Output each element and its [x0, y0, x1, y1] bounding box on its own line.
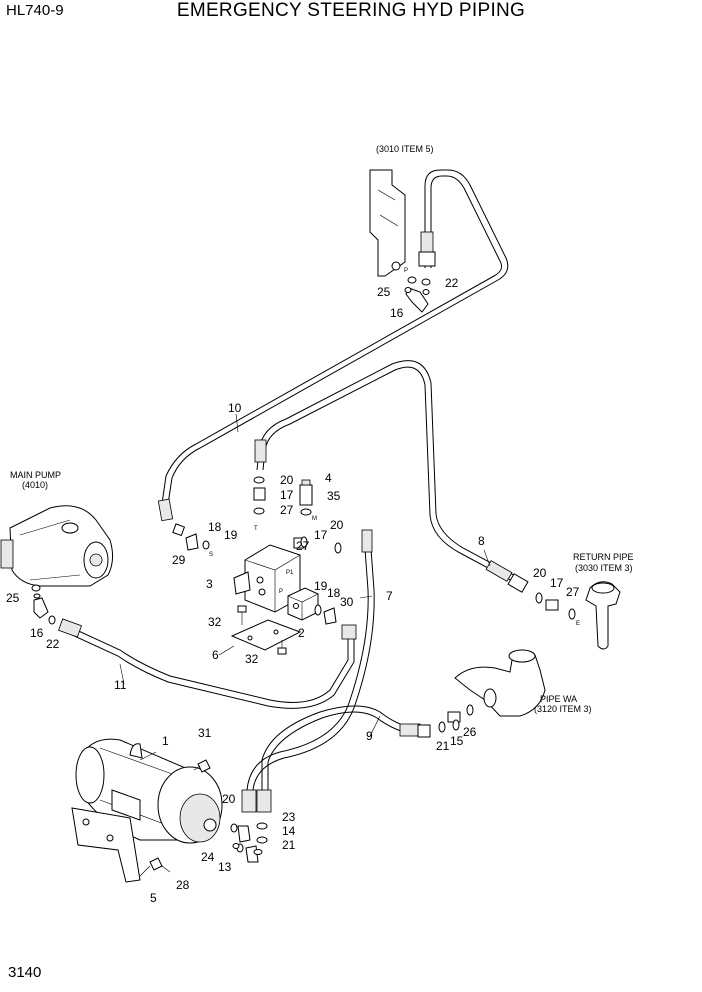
- callout-5: 5: [150, 891, 157, 905]
- callout-15: 15: [450, 734, 464, 748]
- callout-28: 28: [176, 878, 190, 892]
- hose-8: [256, 360, 524, 586]
- bolt-32b: [277, 640, 287, 655]
- elbow-16-top: [405, 276, 431, 313]
- callout-27: 27: [280, 503, 294, 517]
- callout-17: 17: [550, 576, 564, 590]
- page-title: EMERGENCY STEERING HYD PIPING: [176, 0, 526, 21]
- ref-pipe-wa-2: (3120 ITEM 3): [534, 704, 592, 714]
- port-label: P1: [286, 570, 294, 576]
- valve-fittings: [172, 476, 342, 625]
- ref-main-pump-2: (4010): [22, 480, 48, 490]
- model-code: HL740-9: [6, 2, 64, 19]
- callout-20: 20: [330, 518, 344, 532]
- o-rings: [33, 287, 460, 855]
- main-pump: [0, 505, 114, 587]
- port-label: S: [209, 552, 213, 558]
- callout-20: 20: [222, 792, 236, 806]
- callout-21: 21: [282, 838, 296, 852]
- bolt-32a: [237, 605, 247, 625]
- callout-26: 26: [463, 725, 477, 739]
- page-number: 3140: [8, 964, 42, 981]
- elbow-16-left: [31, 584, 56, 625]
- callout-19: 19: [314, 579, 328, 593]
- bolt-31: [193, 759, 211, 773]
- return-pipe: E: [576, 581, 621, 650]
- callout-20: 20: [533, 566, 547, 580]
- emergency-pump-motor-1: [75, 738, 223, 844]
- callout-20: 20: [280, 473, 294, 487]
- callout-13: 13: [218, 860, 232, 874]
- bolt-28: [149, 857, 171, 873]
- ref-return-pipe-1: RETURN PIPE: [573, 552, 634, 562]
- callouts: 25 22 16 10 20 4 17 35 27 20 18 19 17 27…: [6, 276, 580, 905]
- top-valve: P: [369, 169, 408, 277]
- callout-17: 17: [314, 528, 328, 542]
- pipe-wa-fittings: [438, 704, 474, 733]
- return-fittings: [535, 592, 576, 620]
- callout-19: 19: [224, 528, 238, 542]
- callout-16: 16: [30, 626, 44, 640]
- callout-31: 31: [198, 726, 212, 740]
- port-label: E: [576, 621, 580, 627]
- port-label: M: [312, 516, 317, 522]
- callout-24: 24: [201, 850, 215, 864]
- plate-6: [230, 619, 302, 651]
- callout-8: 8: [478, 534, 485, 548]
- bracket-5: [71, 789, 141, 883]
- callout-7: 7: [386, 589, 393, 603]
- callout-30: 30: [340, 595, 354, 609]
- callout-29: 29: [172, 553, 186, 567]
- callout-18: 18: [208, 520, 222, 534]
- callout-22: 22: [46, 637, 60, 651]
- pipe-wa: [454, 649, 546, 717]
- block-2: [287, 587, 319, 621]
- callout-14: 14: [282, 824, 296, 838]
- valve-block-3: T P1 P: [233, 526, 301, 613]
- callout-21: 21: [436, 739, 450, 753]
- callout-27: 27: [566, 585, 580, 599]
- port-label: P: [279, 589, 283, 595]
- ref-pipe-wa-1: PIPE WA: [540, 694, 577, 704]
- hose-11: [69, 625, 355, 709]
- port-label: P: [404, 268, 408, 274]
- callout-9: 9: [366, 729, 373, 743]
- sensor-4: [299, 479, 313, 506]
- hose-fittings: [58, 231, 529, 813]
- callout-3: 3: [206, 577, 213, 591]
- callout-16: 16: [390, 306, 404, 320]
- callout-32: 32: [208, 615, 222, 629]
- callout-1: 1: [162, 734, 169, 748]
- callout-32: 32: [245, 652, 259, 666]
- ref-main-pump-1: MAIN PUMP: [10, 470, 61, 480]
- ref-return-pipe-2: (3030 ITEM 3): [575, 563, 633, 573]
- callout-25: 25: [6, 591, 20, 605]
- callout-27: 27: [296, 539, 310, 553]
- callout-23: 23: [282, 810, 296, 824]
- callout-22: 22: [445, 276, 459, 290]
- callout-10: 10: [228, 401, 242, 415]
- hose-10: [161, 169, 509, 505]
- port-label: T: [254, 526, 258, 532]
- callout-35: 35: [327, 489, 341, 503]
- callout-17: 17: [280, 488, 294, 502]
- callout-25: 25: [377, 285, 391, 299]
- callout-2: 2: [298, 626, 305, 640]
- leader-lines: [119, 413, 491, 877]
- pump-fittings: [230, 822, 268, 863]
- callout-4: 4: [325, 471, 332, 485]
- callout-6: 6: [212, 648, 219, 662]
- callout-11: 11: [114, 678, 127, 692]
- hose-9: [261, 705, 426, 798]
- callout-18: 18: [327, 586, 341, 600]
- hose-7: [246, 534, 375, 791]
- ref-top-valve: (3010 ITEM 5): [376, 144, 434, 154]
